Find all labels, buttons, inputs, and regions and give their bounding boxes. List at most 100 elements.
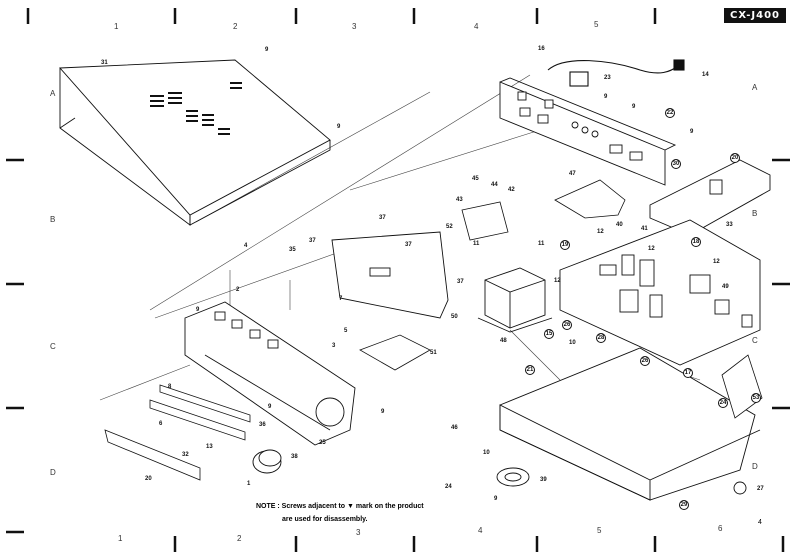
part-callout: 16	[538, 46, 545, 52]
part-callout: 21	[525, 365, 535, 375]
grid-row-label: A	[50, 89, 56, 98]
disassembly-note: NOTE : Screws adjacent to ▼ mark on the …	[256, 503, 424, 510]
part-callout: 20	[145, 476, 152, 482]
part-callout: 20	[730, 153, 740, 163]
part-callout: 9	[265, 47, 269, 53]
grid-row-label: B	[752, 209, 758, 218]
part-callout: 2	[236, 287, 240, 293]
part-callout: 9	[381, 409, 385, 415]
part-callout: 3	[332, 343, 336, 349]
part-callout: 18	[691, 237, 701, 247]
part-callout: 11	[538, 241, 545, 247]
part-callout: 41	[641, 226, 648, 232]
part-callout: 7	[339, 296, 343, 302]
grid-row-label: B	[50, 215, 56, 224]
grid-row-label: D	[752, 462, 758, 471]
part-callout: 26	[562, 320, 572, 330]
grid-column-label: 5	[597, 526, 602, 535]
grid-column-label: 2	[233, 22, 238, 31]
grid-row-label: C	[50, 342, 56, 351]
part-callout: 12	[554, 278, 561, 284]
grid-row-label: D	[50, 468, 56, 477]
part-callout: 1	[247, 481, 251, 487]
rear-panel	[499, 77, 677, 186]
part-callout: 5	[344, 328, 348, 334]
part-callout: 13	[206, 444, 213, 450]
part-callout: 28	[596, 333, 606, 343]
volume-knob	[252, 449, 282, 474]
part-callout: 19	[560, 240, 570, 250]
part-callout: 25	[319, 440, 326, 446]
part-callout: 31	[101, 60, 108, 66]
main-pcb	[559, 219, 761, 366]
part-callout: 12	[713, 259, 720, 265]
part-callout: 38	[291, 454, 298, 460]
part-callout: 49	[722, 284, 729, 290]
front-panel	[184, 301, 356, 446]
part-callout: 11	[473, 241, 480, 247]
grid-column-label: 3	[352, 22, 357, 31]
part-callout: 29	[679, 500, 689, 510]
part-callout: 6	[159, 421, 163, 427]
part-callout: 37	[379, 215, 386, 221]
speaker-terminal	[496, 467, 530, 487]
part-callout: 15	[544, 329, 554, 339]
bottom-chassis	[499, 347, 761, 501]
part-callout: 9	[196, 307, 200, 313]
grid-row-label: C	[752, 336, 758, 345]
part-callout: 24	[445, 484, 452, 490]
part-callout: 39	[540, 477, 547, 483]
grid-column-label: 4	[478, 526, 483, 535]
small-board	[461, 201, 509, 241]
part-callout: 53	[751, 393, 761, 403]
grid-column-label: 1	[114, 22, 119, 31]
bottom-trim	[104, 429, 201, 481]
sub-board	[359, 334, 431, 371]
grid-column-label: 3	[356, 528, 361, 537]
grid-column-label: 1	[118, 534, 123, 543]
part-callout: 51	[430, 350, 437, 356]
disassembly-note-continued: are used for disassembly.	[282, 516, 368, 523]
grid-column-label: 2	[237, 534, 242, 543]
part-callout: 23	[604, 75, 611, 81]
front-board	[331, 231, 449, 319]
part-callout: 9	[690, 129, 694, 135]
part-callout: 9	[494, 496, 498, 502]
model-number-badge: CX-J400	[724, 8, 786, 23]
part-callout: 10	[483, 450, 490, 456]
part-callout: 9	[604, 94, 608, 100]
part-callout: 9	[632, 104, 636, 110]
grid-column-label: 4	[474, 22, 479, 31]
part-callout: 26	[640, 356, 650, 366]
part-callout: 43	[456, 197, 463, 203]
part-callout: 4	[244, 243, 248, 249]
grid-column-label: 5	[594, 20, 599, 29]
alignment-lines	[99, 74, 701, 401]
display-window	[149, 384, 251, 441]
part-callout: 27	[757, 486, 764, 492]
part-callout: 33	[726, 222, 733, 228]
part-callout: 40	[616, 222, 623, 228]
part-callout: 37	[309, 238, 316, 244]
tuner-board	[649, 159, 771, 236]
part-callout: 14	[702, 72, 709, 78]
part-callout: 48	[500, 338, 507, 344]
part-callout: 45	[472, 176, 479, 182]
board-53	[721, 354, 763, 419]
grid-column-label: 6	[718, 524, 723, 533]
top-cover	[59, 59, 331, 226]
part-callout: 32	[182, 452, 189, 458]
power-cord	[547, 59, 685, 87]
part-callout: 44	[491, 182, 498, 188]
part-callout: 42	[508, 187, 515, 193]
part-callout: 22	[665, 108, 675, 118]
part-callout: 12	[648, 246, 655, 252]
part-callout: 37	[457, 279, 464, 285]
part-callout: 36	[259, 422, 266, 428]
part-callout: 9	[268, 404, 272, 410]
part-callout: 12	[597, 229, 604, 235]
part-callout: 35	[289, 247, 296, 253]
part-callout: 37	[405, 242, 412, 248]
